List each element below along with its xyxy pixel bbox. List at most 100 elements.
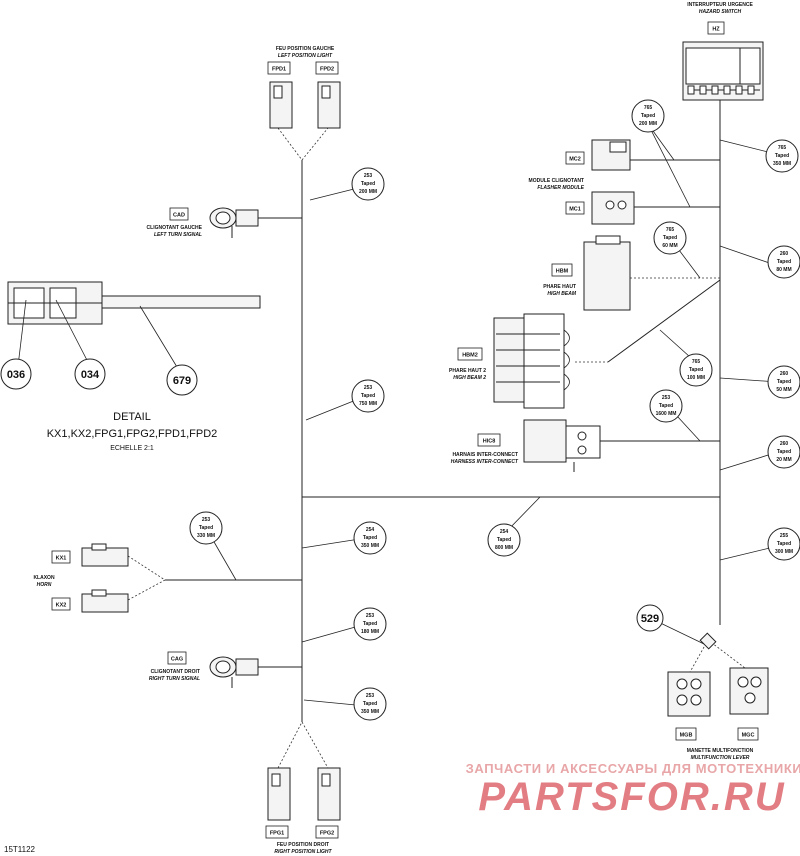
right-position-light-label-en: RIGHT POSITION LIGHT xyxy=(274,849,332,855)
tag-kx1: KX1 xyxy=(56,556,67,562)
tape-code: 255 xyxy=(780,533,789,539)
high-beam-label-en: HIGH BEAM xyxy=(547,291,576,297)
callout-679: 679 xyxy=(173,375,191,387)
tape-word: Taped xyxy=(497,537,511,543)
part-number: 529 xyxy=(641,613,659,625)
tape-word: Taped xyxy=(363,535,377,541)
tag-mgb: MGB xyxy=(680,733,693,739)
callout-036: 036 xyxy=(7,369,25,381)
tape-callout-253-180: 253 Taped 180 MM xyxy=(353,607,387,641)
tape-word: Taped xyxy=(361,181,375,187)
tape-callout-253-750: 253 Taped 750 MM xyxy=(351,379,385,413)
part-callout-529: 529 xyxy=(636,604,664,632)
tag-fpg2: FPG2 xyxy=(320,831,334,837)
tape-word: Taped xyxy=(775,153,789,159)
tape-callout-765-350: 765 Taped 350 MM xyxy=(765,139,799,173)
tape-callout-254-350: 254 Taped 350 MM xyxy=(353,521,387,555)
tape-length: 300 MM xyxy=(775,549,793,555)
right-turn-signal-label-en: RIGHT TURN SIGNAL xyxy=(149,676,200,682)
tape-word: Taped xyxy=(641,113,655,119)
hazard-switch xyxy=(682,41,764,101)
tape-length: 80 MM xyxy=(776,267,791,273)
tape-length: 100 MM xyxy=(687,375,705,381)
component-hbm: HBM PHARE HAUT HIGH BEAM xyxy=(543,263,577,297)
harness-interconnect-label-en: HARNESS INTER-CONNECT xyxy=(451,459,519,465)
harness-trunks xyxy=(165,100,721,722)
tape-length: 350 MM xyxy=(361,709,379,715)
flasher-module-label: MODULE CLIGNOTANT xyxy=(529,178,584,184)
tape-word: Taped xyxy=(361,393,375,399)
tape-code: 260 xyxy=(780,251,789,257)
horn-label-en: HORN xyxy=(37,582,52,588)
left-turn-signal xyxy=(209,207,259,238)
horn-label: KLAXON xyxy=(33,575,55,581)
flasher-module-label-en: FLASHER MODULE xyxy=(537,185,584,191)
flasher-module-connectors xyxy=(591,139,635,225)
tape-length: 60 MM xyxy=(662,243,677,249)
multifunction-lever-label: MANETTE MULTIFONCTION xyxy=(687,748,754,754)
right-turn-signal xyxy=(209,656,259,688)
tape-code: 260 xyxy=(780,371,789,377)
tape-length: 750 MM xyxy=(359,401,377,407)
tape-length: 350 MM xyxy=(361,543,379,549)
tape-length: 180 MM xyxy=(361,629,379,635)
tape-callout-253-350: 253 Taped 350 MM xyxy=(353,687,387,721)
tape-callout-253-1600: 253 Taped 1600 MM xyxy=(649,389,683,423)
tag-hbm2: HBM2 xyxy=(462,353,478,359)
tape-callout-254-800: 254 Taped 800 MM xyxy=(487,523,521,557)
harness-interconnect-connector xyxy=(523,419,601,472)
component-hbm2: HBM2 PHARE HAUT 2 HIGH BEAM 2 xyxy=(449,347,486,381)
tape-code: 254 xyxy=(500,529,509,535)
detail-connectors: KX1,KX2,FPG1,FPG2,FPD1,FPD2 xyxy=(47,428,218,440)
tape-code: 253 xyxy=(364,385,373,391)
harness-interconnect-label: HARNAIS INTER-CONNECT xyxy=(452,452,518,458)
callout-034: 034 xyxy=(81,369,100,381)
component-hz: HZ INTERRUPTEUR URGENCE HAZARD SWITCH xyxy=(687,2,753,35)
tape-code: 765 xyxy=(666,227,675,233)
detail-callouts: 036 034 679 xyxy=(0,358,198,396)
detail-connector-drawing xyxy=(7,281,261,325)
tape-length: 330 MM xyxy=(197,533,215,539)
left-turn-signal-label: CLIGNOTANT GAUCHE xyxy=(147,225,203,231)
watermark-line1: ЗАПЧАСТИ И АКСЕССУАРЫ ДЛЯ МОТОТЕХНИКИ xyxy=(466,761,800,776)
tape-length: 1600 MM xyxy=(656,411,677,417)
connector-fans xyxy=(127,127,746,769)
tag-hz: HZ xyxy=(712,27,720,33)
right-position-light-label: FEU POSITION DROIT xyxy=(277,842,329,848)
tape-callout-765-60: 765 Taped 60 MM xyxy=(653,221,687,255)
high-beam-label: PHARE HAUT xyxy=(543,284,576,290)
tape-word: Taped xyxy=(663,235,677,241)
tape-callout-765-100: 765 Taped 100 MM xyxy=(679,353,713,387)
tag-fpg1: FPG1 xyxy=(270,831,284,837)
hazard-switch-label: INTERRUPTEUR URGENCE xyxy=(687,2,753,8)
tape-code: 260 xyxy=(780,441,789,447)
left-turn-signal-label-en: LEFT TURN SIGNAL xyxy=(154,232,202,238)
tape-length: 800 MM xyxy=(495,545,513,551)
tape-callout-253-330: 253 Taped 330 MM xyxy=(189,511,223,545)
tape-code: 765 xyxy=(778,145,787,151)
tag-hic8: HIC8 xyxy=(483,439,496,445)
tape-word: Taped xyxy=(659,403,673,409)
multifunction-lever-label-en: MULTIFUNCTION LEVER xyxy=(691,755,750,761)
tape-code: 254 xyxy=(366,527,375,533)
tape-word: Taped xyxy=(777,379,791,385)
tag-mc1: MC1 xyxy=(569,207,581,213)
tape-callout-260-20: 260 Taped 20 MM xyxy=(767,435,800,469)
tag-mgc: MGC xyxy=(742,733,755,739)
tape-word: Taped xyxy=(689,367,703,373)
left-position-light-connectors xyxy=(269,81,341,129)
tape-word: Taped xyxy=(777,449,791,455)
watermark-logo: PARTSFOR.RU xyxy=(478,775,785,819)
tape-word: Taped xyxy=(199,525,213,531)
tape-code: 253 xyxy=(662,395,671,401)
tag-hbm: HBM xyxy=(556,269,569,275)
component-fpd: FEU POSITION GAUCHE LEFT POSITION LIGHT … xyxy=(267,46,339,75)
detail-title: DETAIL xyxy=(113,411,151,423)
component-mc: MC2 MODULE CLIGNOTANT FLASHER MODULE MC1 xyxy=(529,151,585,215)
component-kx: KX1 KLAXON HORN KX2 xyxy=(33,550,71,611)
high-beam-connector xyxy=(583,235,631,311)
left-position-light-label-en: LEFT POSITION LIGHT xyxy=(278,53,333,59)
tape-callout-260-80: 260 Taped 80 MM xyxy=(767,245,800,279)
watermark: ЗАПЧАСТИ И АКСЕССУАРЫ ДЛЯ МОТОТЕХНИКИ PA… xyxy=(466,761,800,819)
